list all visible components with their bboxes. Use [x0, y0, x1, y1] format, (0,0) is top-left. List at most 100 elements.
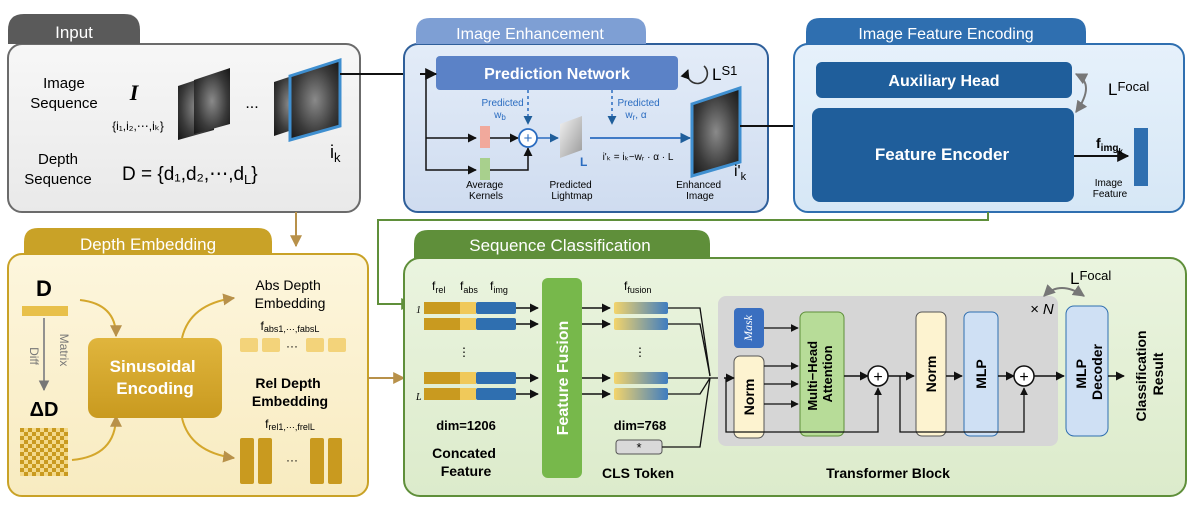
rel-dots: ···	[286, 453, 298, 467]
residual-plus-2-label: +	[1019, 369, 1028, 386]
image-stack-2	[274, 57, 342, 142]
encoding-header-tab	[806, 18, 1086, 44]
rel-f: frel1,⋯,frelL	[265, 417, 315, 432]
rel-depth-label: Rel Depth Embedding	[252, 375, 328, 409]
depth-formula: D = {d₁,d₂,⋯,dL}	[122, 164, 258, 187]
auxiliary-head-label: Auxiliary Head	[888, 73, 999, 90]
row-label-1: 1	[416, 305, 421, 316]
enhance-plus: +	[524, 130, 533, 147]
abs-f: fabs1,⋯,fabsL	[261, 319, 320, 334]
feature-fusion-box	[542, 278, 582, 478]
arrow-encoding-to-seqcls	[377, 212, 989, 310]
fusion-cell-2	[614, 318, 668, 330]
kernel-pink	[480, 126, 490, 148]
depth-header: Depth Embedding	[80, 235, 216, 254]
abs-cell-4	[328, 338, 346, 352]
fusion-cell-3	[614, 372, 668, 384]
ik-label: ik	[330, 142, 341, 165]
image-set: {i₁,i₂,⋯,iₖ}	[112, 119, 164, 133]
row-dots-1: ⋮	[458, 345, 470, 359]
seqcls-panel: Sequence Classification frel fabs fimg 1…	[403, 230, 1187, 497]
concat-row-1	[424, 302, 516, 330]
f-img-k: fimgk	[1096, 135, 1123, 156]
mha-box	[799, 311, 845, 437]
depth-sequence-label-2: Sequence	[24, 171, 92, 188]
f-img-label: fimg	[490, 279, 508, 295]
residual-plus-1-label: +	[873, 369, 882, 386]
auxiliary-head-box	[816, 62, 1072, 98]
depth-header-tab	[24, 228, 272, 254]
concat-row-L	[424, 372, 516, 400]
focal-loss-enc: LFocal	[1108, 79, 1149, 99]
rel-cell-2	[258, 438, 272, 484]
image-dots: ...	[245, 95, 258, 112]
norm1-label: Norm	[741, 379, 757, 416]
rel-cell-3	[310, 438, 324, 484]
f-rel-label: frel	[432, 279, 445, 295]
times-N: × N	[1030, 301, 1054, 318]
encoding-header: Image Feature Encoding	[858, 26, 1033, 43]
mlp-decoder-box	[1065, 305, 1109, 437]
feature-fusion-label: Feature Fusion	[555, 321, 572, 436]
enhancement-header-tab	[416, 18, 646, 44]
image-sequence-label: Image	[43, 75, 85, 92]
loss-s1: LS1	[712, 63, 737, 84]
norm1-box	[733, 355, 765, 439]
predicted-wb: Predicted wb	[481, 98, 526, 122]
depth-panel: Depth Embedding D Diff Matrix ΔD Sinusoi…	[7, 228, 369, 497]
input-header-tab	[8, 14, 140, 44]
rel-cell-4	[328, 438, 342, 484]
abs-cell-2	[262, 338, 280, 352]
seqcls-header: Sequence Classification	[469, 236, 650, 255]
prediction-network-box	[436, 56, 678, 90]
image-feature-label: Image Feature	[1093, 178, 1128, 200]
fusion-dots: ⋮	[634, 345, 646, 359]
enhance-formula: i'ₖ = iₖ−wᵣ · α · L	[603, 152, 674, 163]
L-label: L	[580, 155, 587, 169]
rel-cell-1	[240, 438, 254, 484]
transformer-block-box	[718, 296, 1058, 446]
seqcls-header-tab	[414, 230, 710, 258]
pred-lightmap-label: Predicted Lightmap	[549, 180, 594, 202]
dim-768: dim=768	[614, 418, 666, 433]
abs-depth-label: Abs Depth Embedding	[255, 277, 326, 311]
predicted-wr: Predicted wr, α	[617, 98, 662, 122]
cls-token-symbol: *	[636, 440, 641, 455]
delta-D: ΔD	[30, 399, 59, 421]
diff-label: Diff	[27, 347, 41, 365]
enhanced-label: Enhanced Image	[676, 180, 724, 202]
avg-kernels: Average Kernels	[466, 180, 506, 202]
f-fusion-label: ffusion	[624, 279, 651, 295]
transformer-block-label: Transformer Block	[826, 465, 950, 481]
enhancement-header: Image Enhancement	[456, 26, 604, 43]
classification-result: Classification Result	[1133, 327, 1166, 422]
input-panel: Input Image Sequence I {i₁,i₂,⋯,iₖ} ... …	[7, 14, 361, 213]
fusion-cell-1	[614, 302, 668, 314]
image-symbol: I	[129, 80, 140, 105]
norm2-box	[915, 311, 947, 437]
mlp-label: MLP	[973, 359, 989, 389]
depth-D-bar	[22, 306, 68, 316]
sinusoidal-box	[88, 338, 222, 418]
sinusoidal-label: Sinusoidal Encoding	[110, 357, 201, 398]
fusion-cell-4	[614, 388, 668, 400]
ik-enhanced: i'k	[734, 163, 747, 183]
abs-cell-3	[306, 338, 324, 352]
feature-encoder-box	[812, 108, 1074, 202]
norm2-label: Norm	[923, 356, 939, 393]
prediction-network-label: Prediction Network	[484, 66, 630, 83]
depth-D: D	[36, 276, 52, 301]
image-feature-bar	[1134, 128, 1148, 186]
abs-dots: ···	[286, 339, 298, 353]
abs-cell-1	[240, 338, 258, 352]
focal-loss-seq: LFocal	[1070, 268, 1111, 288]
mlp-box	[963, 311, 999, 437]
mlp-decoder-label: MLP Decoder	[1073, 343, 1105, 400]
input-header: Input	[55, 23, 93, 42]
mask-label: Mask	[741, 314, 755, 342]
row-label-L: L	[415, 392, 422, 403]
image-sequence-label-2: Sequence	[30, 95, 98, 112]
enhanced-image	[690, 85, 742, 178]
cls-token-label: CLS Token	[602, 465, 674, 481]
